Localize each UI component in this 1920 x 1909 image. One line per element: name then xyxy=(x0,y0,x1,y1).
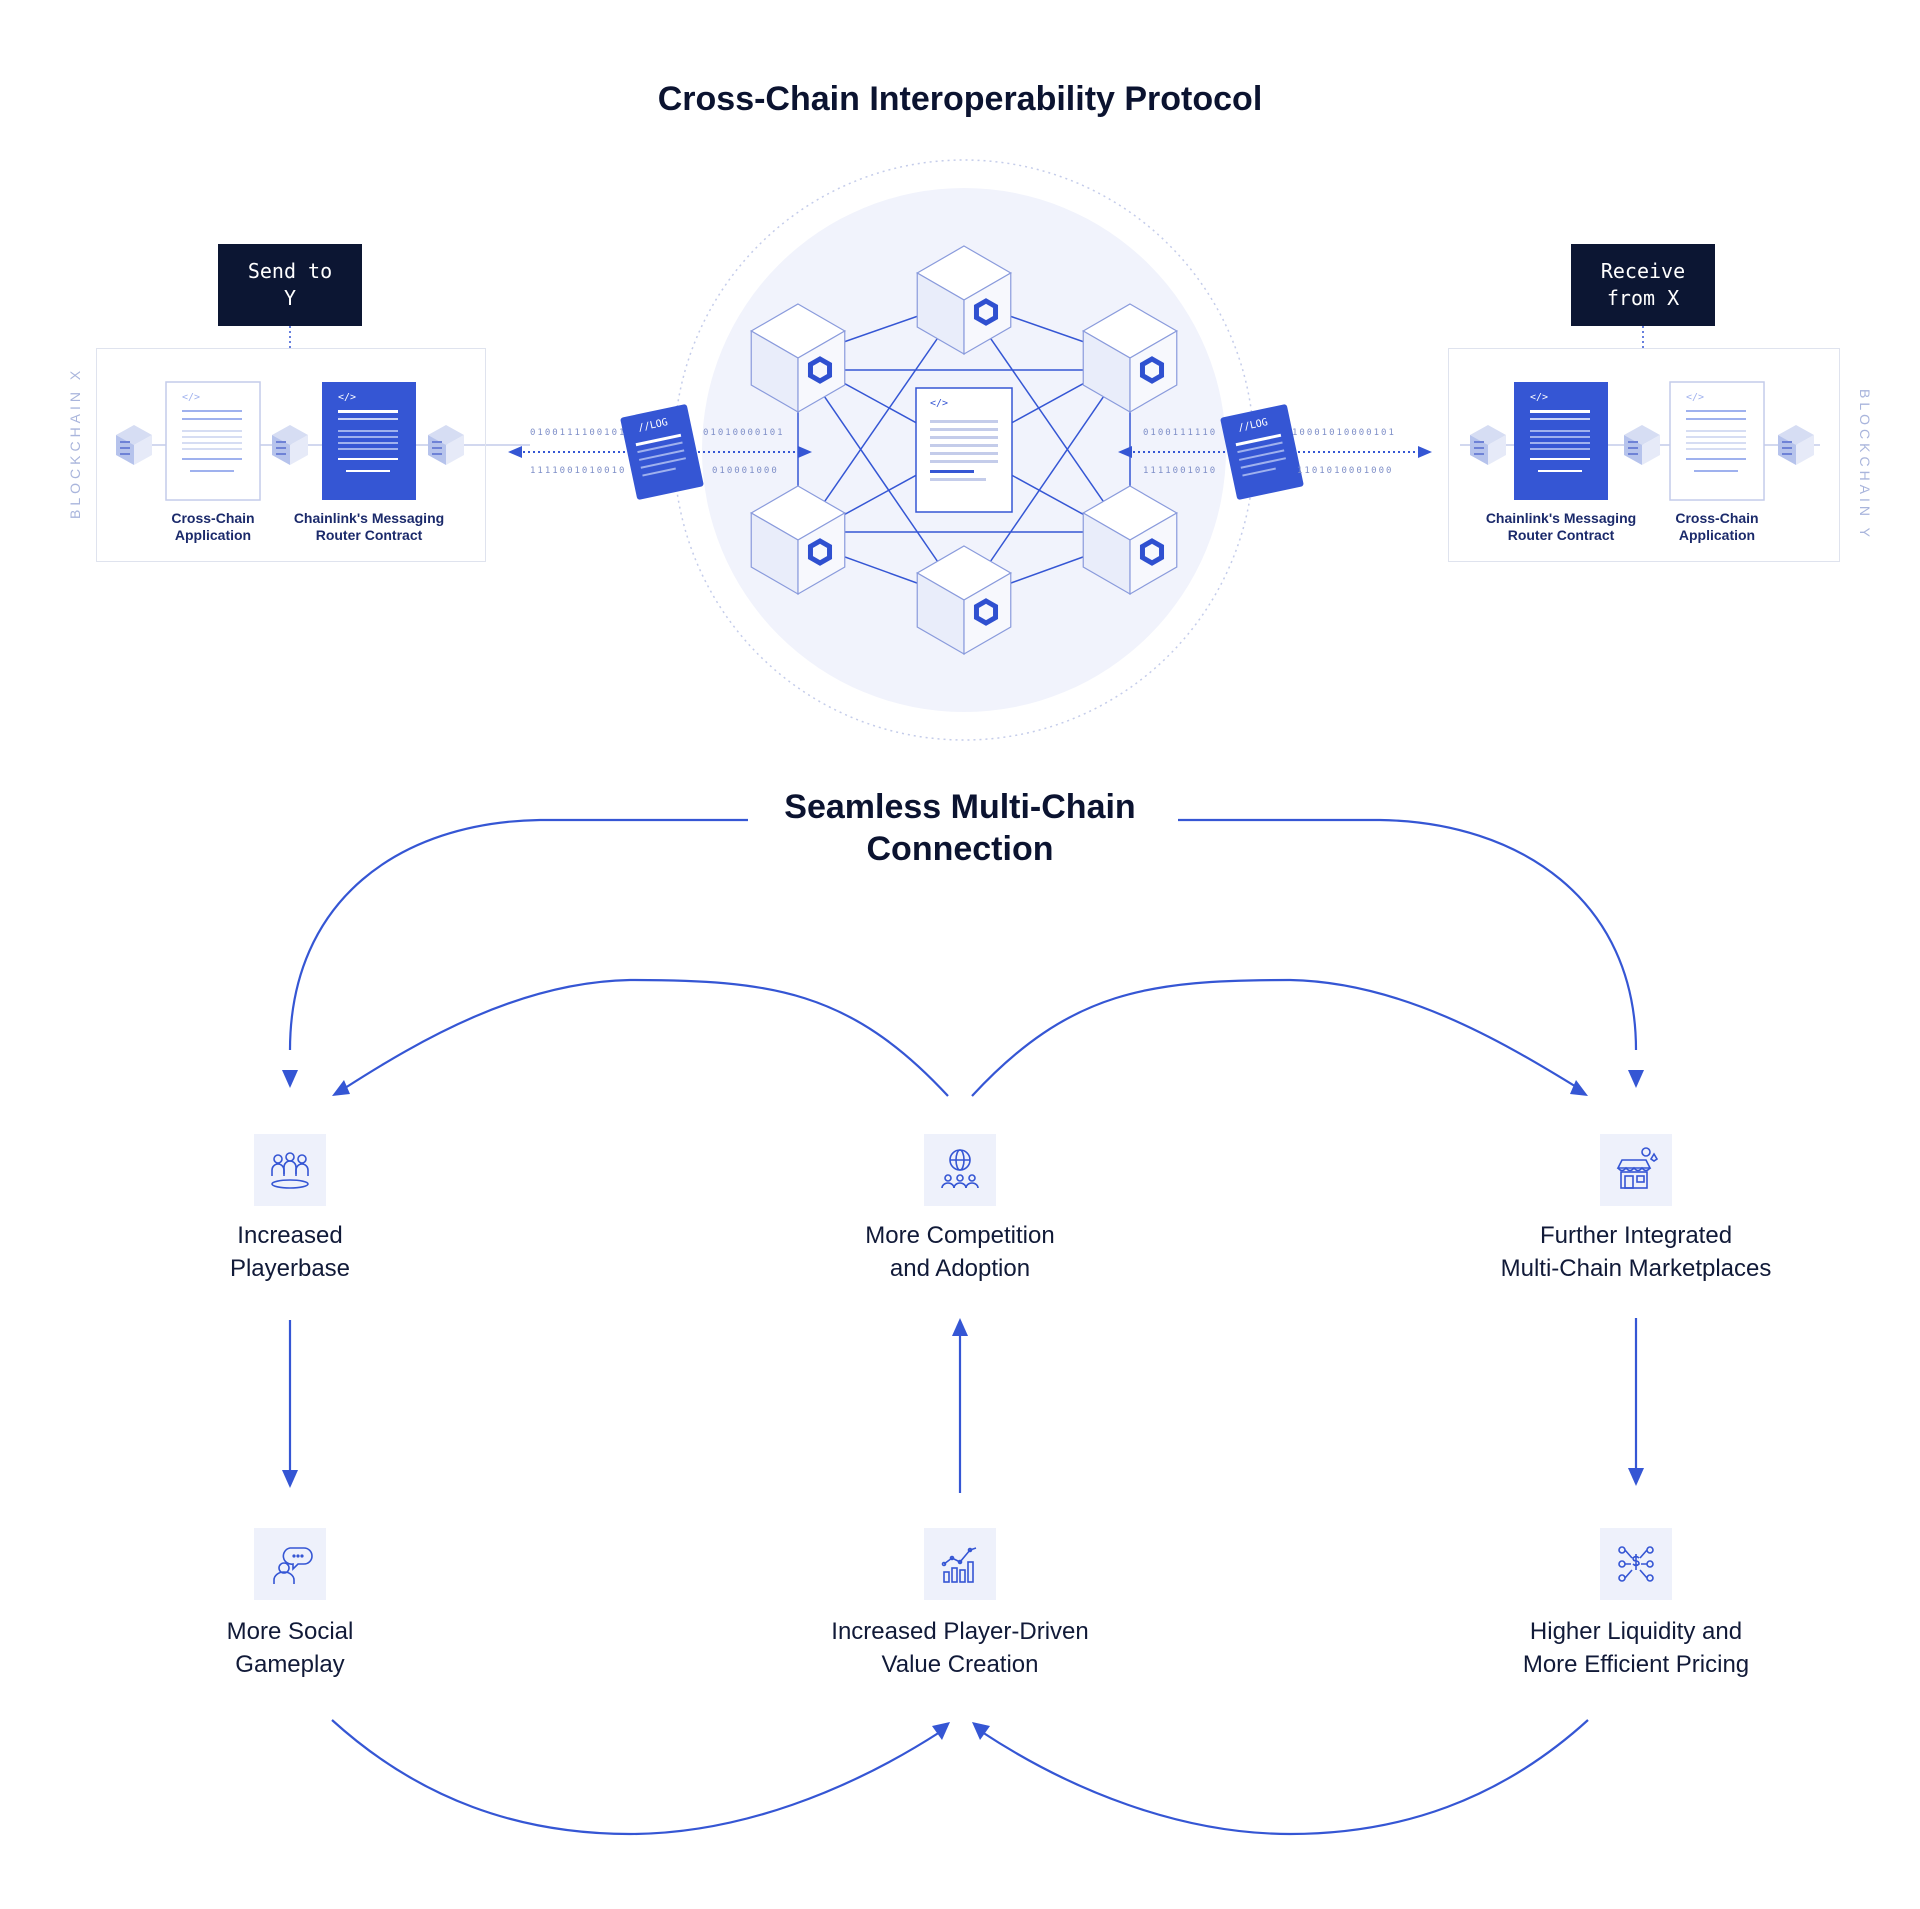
chainlink-logo-icon xyxy=(807,356,833,384)
code-glyph: </> xyxy=(930,398,949,409)
flow-arrows xyxy=(282,818,1644,1836)
code-glyph: </> xyxy=(182,392,201,403)
binary-stream: 0100111110 xyxy=(1143,428,1218,438)
node-player-driven-value: Increased Player-Driven Value Creation xyxy=(831,1618,1089,1678)
flow-title: Seamless Multi-Chain Connection xyxy=(784,788,1136,868)
marketplace-icon xyxy=(1600,1134,1672,1206)
blockchain-y-panel xyxy=(1448,348,1840,562)
chainlink-node-cube xyxy=(916,245,1012,356)
arrowhead xyxy=(952,1318,968,1336)
send-to-y-tag: Send to Y xyxy=(218,244,362,326)
small-stack-icon xyxy=(1778,425,1814,465)
code-glyph: </> xyxy=(1686,392,1705,403)
binary-stream: 0100111100101 xyxy=(530,428,627,438)
center-contract-doc xyxy=(915,387,1013,513)
right-app-caption: Cross-Chain Application xyxy=(1675,510,1759,543)
left-panel-graphics xyxy=(116,381,530,501)
arrowhead xyxy=(282,1070,298,1088)
node-integrated-marketplaces: Further Integrated Multi-Chain Marketpla… xyxy=(1500,1222,1772,1282)
chainlink-logo-icon xyxy=(807,538,833,566)
small-stack-icon xyxy=(1624,425,1660,465)
code-glyph: </> xyxy=(338,392,357,403)
left-app-caption: Cross-Chain Application xyxy=(171,510,255,543)
arrowhead xyxy=(972,1722,990,1740)
arrowhead xyxy=(1628,1070,1644,1088)
node-more-social-gameplay: More Social Gameplay xyxy=(226,1618,354,1678)
left-log-document xyxy=(620,404,704,500)
binary-stream: 010001000 xyxy=(712,466,779,476)
code-glyph: </> xyxy=(1530,392,1549,403)
arrowhead xyxy=(1628,1468,1644,1486)
node-more-competition: More Competition and Adoption xyxy=(865,1222,1055,1282)
node-increased-playerbase: Increased Playerbase xyxy=(229,1222,351,1282)
arrowhead xyxy=(332,1080,350,1096)
community-icon xyxy=(254,1134,326,1206)
chainlink-node-cube xyxy=(750,485,846,596)
right-log-document xyxy=(1220,404,1304,500)
chainlink-node-cube xyxy=(750,303,846,414)
small-stack-icon xyxy=(428,425,464,465)
right-router-caption: Chainlink's Messaging Router Contract xyxy=(1485,510,1637,543)
small-stack-icon xyxy=(116,425,152,465)
binary-stream: 1111001010 xyxy=(1143,466,1218,476)
page-title: Cross-Chain Interoperability Protocol xyxy=(657,80,1263,118)
chainlink-logo-icon xyxy=(973,298,999,326)
binary-stream: 1101010001000 xyxy=(1297,466,1394,476)
growth-chart-icon xyxy=(924,1528,996,1600)
protocol-diagram xyxy=(116,159,1820,741)
blockchain-x-label: BLOCKCHAIN X xyxy=(67,366,83,519)
arrowhead xyxy=(932,1722,950,1740)
arrowhead xyxy=(282,1470,298,1488)
chainlink-node-cube xyxy=(916,545,1012,656)
blockchain-y-label: BLOCKCHAIN Y xyxy=(1857,389,1873,541)
right-panel-graphics xyxy=(1460,381,1820,501)
receive-from-x-tag: Receive from X xyxy=(1571,244,1715,326)
chainlink-node-cube xyxy=(1082,485,1178,596)
binary-stream: 1111001010010 xyxy=(530,466,627,476)
globe-people-icon xyxy=(924,1134,996,1206)
node-higher-liquidity: Higher Liquidity and More Efficient Pric… xyxy=(1522,1618,1750,1678)
arrowhead xyxy=(1570,1080,1588,1096)
small-stack-icon xyxy=(272,425,308,465)
chat-person-icon xyxy=(254,1528,326,1600)
binary-stream: 01010000101 xyxy=(703,428,785,438)
blockchain-x-panel xyxy=(96,348,486,562)
small-stack-icon xyxy=(1470,425,1506,465)
liquidity-network-icon xyxy=(1600,1528,1672,1600)
chainlink-logo-icon xyxy=(1139,538,1165,566)
chainlink-logo-icon xyxy=(973,598,999,626)
binary-stream: 10001010000101 xyxy=(1292,428,1396,438)
chainlink-node-cube xyxy=(1082,303,1178,414)
chainlink-logo-icon xyxy=(1139,356,1165,384)
left-router-caption: Chainlink's Messaging Router Contract xyxy=(293,510,445,543)
